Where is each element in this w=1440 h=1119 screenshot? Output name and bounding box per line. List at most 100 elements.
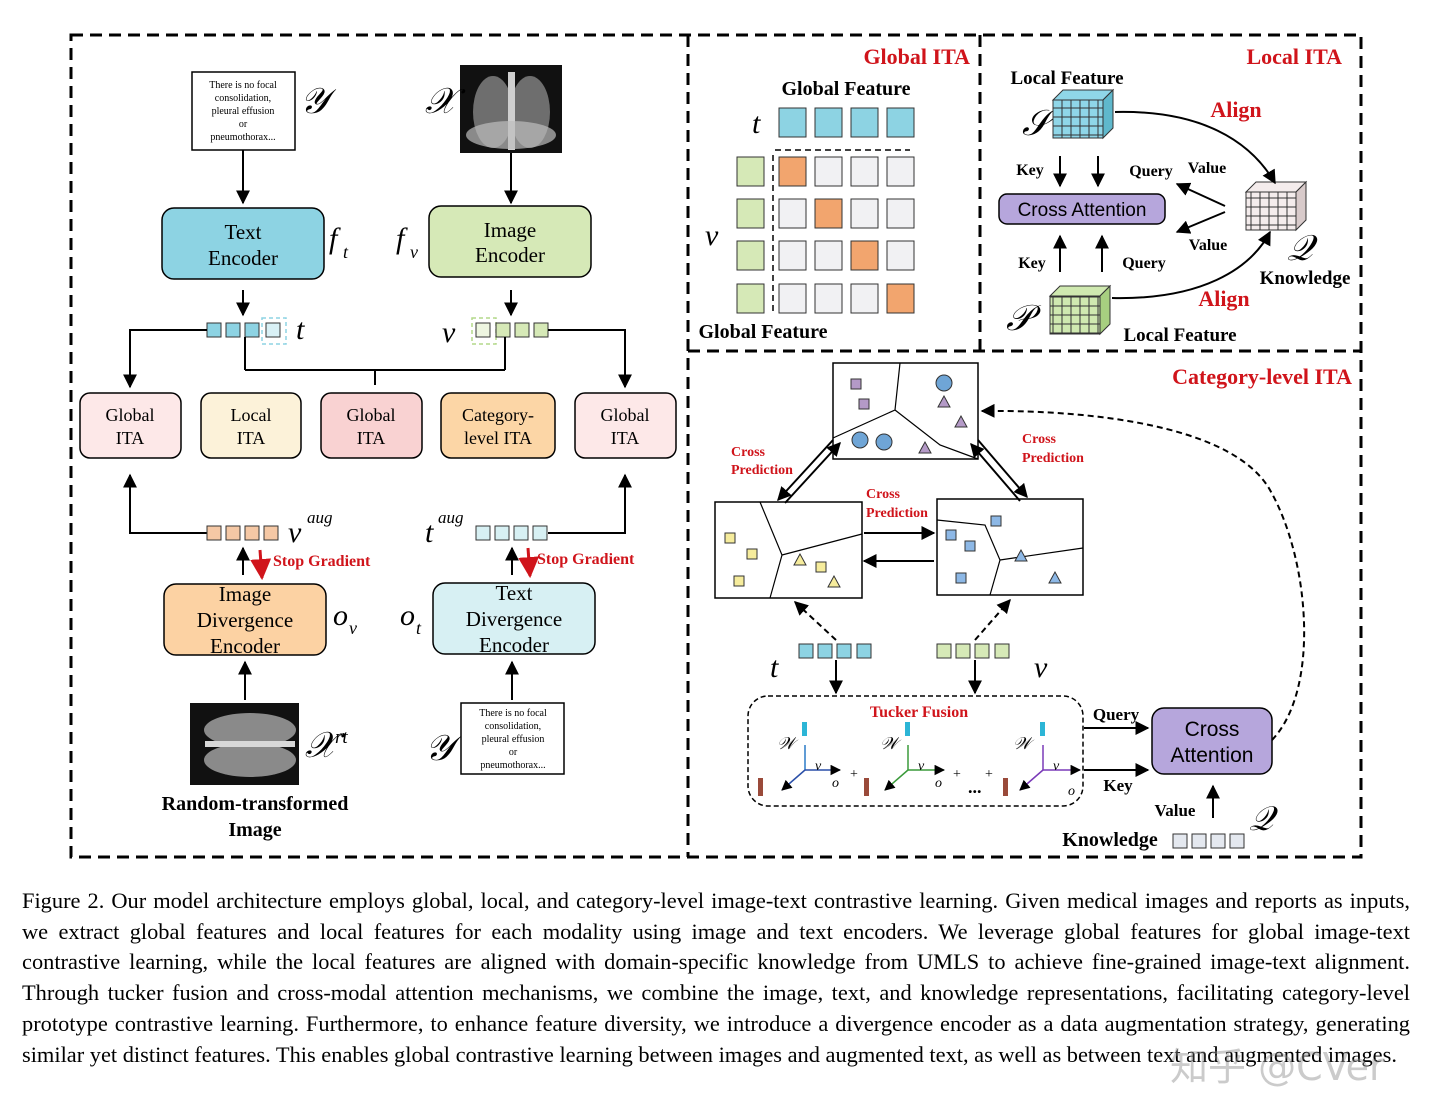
cube-q <box>1245 191 1297 231</box>
svg-text:ITA: ITA <box>237 428 266 448</box>
t-tokens <box>206 317 287 345</box>
v-symbol: v <box>1034 651 1048 684</box>
grid-cell <box>886 240 915 271</box>
image-encoder-label: Image <box>484 218 536 242</box>
local-ita-title: Local ITA <box>1246 44 1342 69</box>
text-encoder-label: Text <box>224 220 261 244</box>
t-aug-tokens <box>475 525 548 541</box>
grid-cell <box>886 156 915 187</box>
outer-frame <box>69 33 1363 859</box>
architecture-diagram: There is no focal consolidation, pleural… <box>69 33 1363 859</box>
v-symbol: v <box>442 316 456 349</box>
report-line: pneumothorax... <box>210 132 275 143</box>
svg-text:t: t <box>343 242 349 262</box>
grid-cell <box>814 198 843 229</box>
ov-symbol: o <box>333 599 348 632</box>
grid-cell <box>778 156 807 187</box>
svg-text:Query: Query <box>1093 705 1140 724</box>
svg-text:pneumothorax...: pneumothorax... <box>480 760 545 771</box>
t-symbol: t <box>752 107 761 140</box>
t-symbol: t <box>770 651 779 684</box>
ft-symbol: f <box>329 222 341 255</box>
svg-text:...: ... <box>968 777 982 797</box>
category-ita-panel: Category-level ITA <box>714 362 1352 851</box>
svg-text:+: + <box>953 767 961 782</box>
svg-text:Text: Text <box>495 581 532 605</box>
svg-text:Divergence: Divergence <box>197 608 293 632</box>
tucker-term: 𝒲 v o + <box>864 722 961 796</box>
tucker-fusion-label: Tucker Fusion <box>870 704 968 721</box>
global-ita-panel: Global ITA Global Feature t v Global Fea… <box>698 44 970 343</box>
svg-text:Cross: Cross <box>1022 432 1057 447</box>
svg-text:Query: Query <box>1122 255 1166 272</box>
random-label: Image <box>228 819 281 841</box>
svg-text:ITA: ITA <box>116 428 145 448</box>
grid-cell <box>814 156 843 187</box>
grid-cell <box>886 198 915 229</box>
svg-text:ITA: ITA <box>611 428 640 448</box>
svg-text:Global Feature: Global Feature <box>698 321 827 343</box>
svg-text:v: v <box>815 759 822 774</box>
svg-text:Category-: Category- <box>462 405 534 425</box>
svg-text:Encoder: Encoder <box>210 634 280 658</box>
svg-text:Local Feature: Local Feature <box>1123 325 1236 346</box>
grid-cell <box>850 283 879 314</box>
image-encoder-label: Encoder <box>475 243 545 267</box>
svg-text:aug: aug <box>438 508 464 527</box>
figure-caption: Figure 2. Our model architecture employs… <box>22 888 1410 1067</box>
svg-text:There is no focal: There is no focal <box>479 708 547 719</box>
cube-s <box>1052 99 1104 139</box>
report-line: consolidation, <box>215 93 271 104</box>
svg-text:v: v <box>410 242 418 262</box>
report-box-top <box>191 71 296 151</box>
svg-text:Divergence: Divergence <box>466 607 562 631</box>
v-aug-tokens <box>206 525 279 541</box>
svg-text:pleural effusion: pleural effusion <box>482 734 545 745</box>
svg-text:Key: Key <box>1018 255 1046 272</box>
svg-text:Global: Global <box>601 405 650 425</box>
svg-text:+: + <box>985 767 993 782</box>
svg-text:ITA: ITA <box>357 428 386 448</box>
grid-cell <box>886 283 915 314</box>
image-divergence-encoder <box>163 583 327 656</box>
svg-text:Global: Global <box>347 405 396 425</box>
cross-attention-box <box>998 193 1166 225</box>
report-line: or <box>239 119 248 130</box>
global-ita-title: Global ITA <box>863 44 970 69</box>
q-symbol: 𝒬 <box>1249 801 1279 838</box>
svg-text:v: v <box>1053 759 1060 774</box>
svg-text:Prediction: Prediction <box>731 463 793 478</box>
fv-symbol: f <box>396 222 408 255</box>
svg-text:v: v <box>918 759 925 774</box>
align-label: Align <box>1198 286 1249 311</box>
grid-cell <box>850 198 879 229</box>
svg-text:Attention: Attention <box>1171 744 1254 767</box>
v-tokens <box>471 317 549 345</box>
report-line: pleural effusion <box>212 106 275 117</box>
grid-cell <box>814 240 843 271</box>
svg-text:consolidation,: consolidation, <box>485 721 541 732</box>
tucker-fusion-box <box>747 695 1084 807</box>
grid-cell <box>778 283 807 314</box>
svg-text:+: + <box>850 767 858 782</box>
svg-text:Value: Value <box>1189 237 1228 254</box>
stop-gradient-label: Stop Gradient <box>537 551 635 568</box>
report-text-top: There is no focal consolidation, pleural… <box>209 80 277 143</box>
svg-text:Cross Attention: Cross Attention <box>1018 200 1147 221</box>
stop-gradient-label: Stop Gradient <box>273 553 371 570</box>
grid-cell <box>778 240 807 271</box>
svg-text:Key: Key <box>1103 776 1133 795</box>
svg-text:𝒲: 𝒲 <box>777 734 799 753</box>
t-aug-symbol: t <box>425 516 434 549</box>
align-label: Align <box>1210 97 1261 122</box>
ot-symbol: o <box>400 599 415 632</box>
svg-text:o: o <box>935 776 942 791</box>
p-symbol: 𝒫 <box>1006 298 1042 338</box>
svg-text:Cross: Cross <box>866 487 901 502</box>
svg-text:Prediction: Prediction <box>866 506 928 521</box>
svg-text:Local: Local <box>231 405 272 425</box>
svg-text:Global Feature: Global Feature <box>781 78 910 100</box>
svg-text:Prediction: Prediction <box>1022 451 1084 466</box>
text-encoder <box>161 207 325 280</box>
text-divergence-encoder <box>432 582 596 655</box>
